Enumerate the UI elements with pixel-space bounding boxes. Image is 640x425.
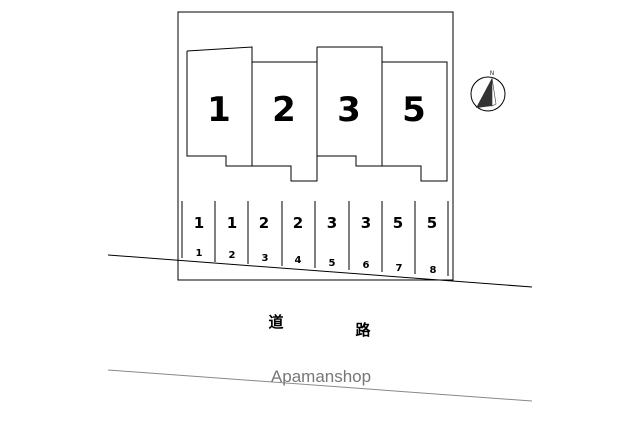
parking-number-label: 4 (295, 255, 302, 266)
parking-space-6: 3 6 (361, 214, 371, 271)
road-edge-lower (107, 369, 533, 402)
parking-dividers (181, 201, 449, 276)
parking-owner-label: 1 (227, 214, 237, 232)
parking-number-label: 2 (229, 250, 236, 261)
parking-number-label: 8 (430, 265, 437, 276)
parking-space-4: 2 4 (293, 214, 303, 266)
compass-icon: N (470, 70, 506, 112)
road-label-char-2: 路 (355, 321, 371, 339)
watermark-text: Apamanshop (271, 367, 371, 386)
building-label: 5 (402, 90, 426, 130)
parking-space-3: 2 3 (259, 214, 269, 264)
parking-number-label: 7 (396, 263, 403, 274)
parking-owner-label: 2 (259, 214, 269, 232)
parking-space-7: 5 7 (393, 214, 403, 274)
lot-outline (177, 11, 454, 281)
building-3: 3 (316, 46, 383, 167)
parking-number-label: 1 (196, 248, 203, 259)
parking-owner-label: 1 (194, 214, 204, 232)
parking-space-5: 3 5 (327, 214, 337, 269)
parking-space-2: 1 2 (227, 214, 237, 261)
parking-owner-label: 5 (393, 214, 403, 232)
building-label: 3 (337, 90, 361, 130)
parking-number-label: 5 (329, 258, 336, 269)
parking-number-label: 3 (262, 253, 269, 264)
parking-space-1: 1 1 (194, 214, 204, 259)
road-label-char-1: 道 (268, 313, 283, 331)
parking-owner-label: 3 (361, 214, 371, 232)
parking-number-label: 6 (363, 260, 370, 271)
building-label: 1 (207, 90, 231, 130)
parking-owner-label: 2 (293, 214, 303, 232)
parking-owner-label: 5 (427, 214, 437, 232)
parking-owner-label: 3 (327, 214, 337, 232)
building-1: 1 (186, 46, 253, 167)
parking-space-8: 5 8 (427, 214, 437, 276)
compass-north-label: N (490, 70, 495, 77)
building-2: 2 (251, 61, 318, 182)
road-edge-upper (107, 254, 533, 288)
building-5: 5 (381, 61, 448, 182)
building-label: 2 (272, 90, 296, 130)
